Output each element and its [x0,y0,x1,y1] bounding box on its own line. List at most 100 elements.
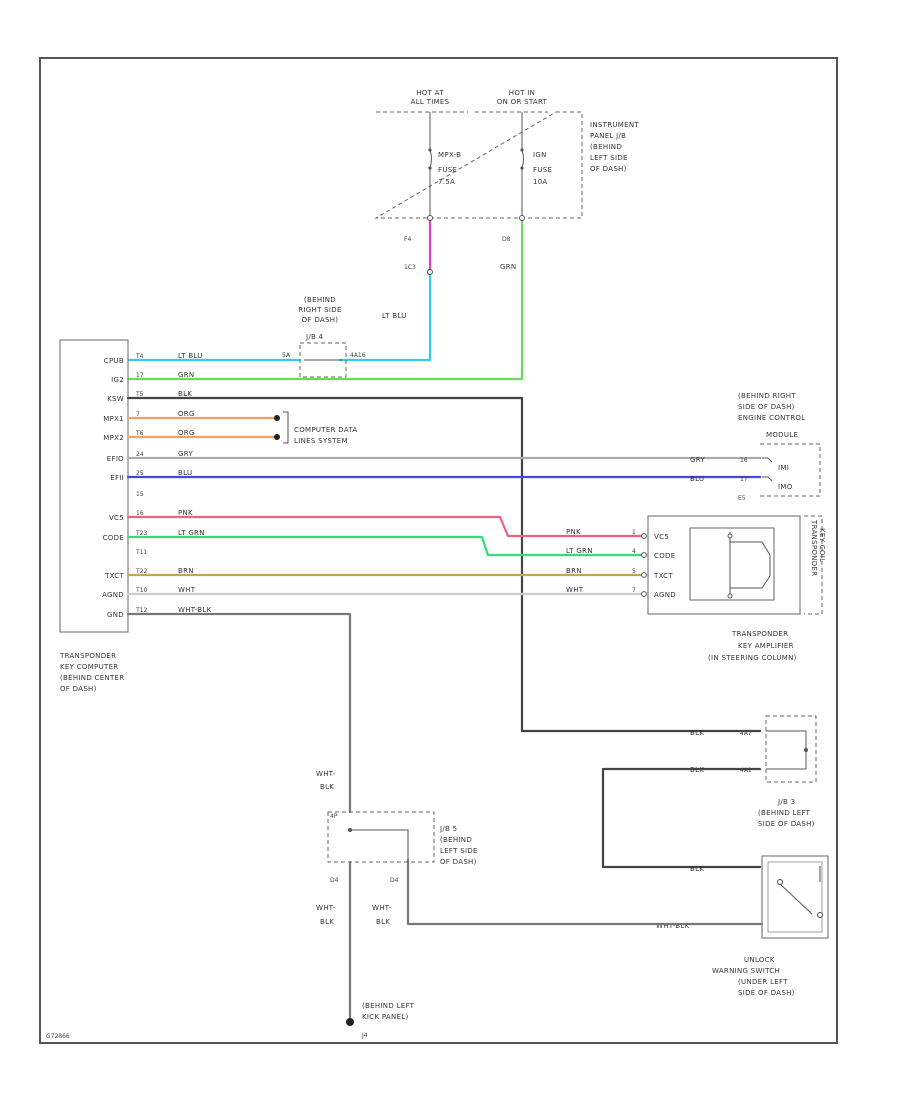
jb5-wire-right-2: BLK [376,918,390,926]
computer-pin-number: T11 [135,549,147,556]
computer-wire-color: ORG [178,410,195,418]
amplifier-name-2: KEY AMPLIFIER [738,642,794,650]
unlock-warning-switch: BLK WHT-BLK UNLOCK WARNING SWITCH (UNDER… [656,855,829,997]
ground-name-1: (BEHIND LEFT [362,1002,415,1010]
jb5-pin-top: 4P [330,813,338,820]
computer-pin-label: TXCT [104,572,124,580]
computer-name-4: OF DASH) [60,685,97,693]
wire-switch-to-jb5 [406,858,764,926]
ecm-connector: E5 [738,495,746,502]
jb4-loc-2: RIGHT SIDE [298,306,341,314]
jb5: WHT- BLK 4P D4 D4 J/B 5 (BEHIND LEFT SID… [316,770,478,926]
amplifier-terminal [641,533,647,539]
computer-name-3: (BEHIND CENTER [60,674,124,682]
computer-pin-number: 25 [136,470,144,477]
jb5-wire-right-1: WHT- [372,904,392,912]
computer-pin-label: CODE [103,534,124,542]
computer-wire-color: BRN [178,567,194,575]
fuse1-name: MPX-B [438,151,461,159]
switch-wire-top: BLK [690,865,704,873]
jb3-name-1: J/B 3 [777,798,795,806]
jb4-label: J/B 4 [305,333,324,341]
data-link-2: LINES SYSTEM [294,437,348,445]
computer-pin-number: T5 [135,391,144,398]
computer-pin-label: MPX2 [103,434,124,442]
computer-pin-number: 15 [136,491,144,498]
switch-name-1: UNLOCK [744,956,775,964]
engine-control-module: (BEHIND RIGHT SIDE OF DASH) ENGINE CONTR… [690,392,821,502]
computer-pin-label: VC5 [109,514,124,522]
ground-name-2: KICK PANEL) [362,1013,409,1021]
jb4-pin-out: 4A16 [350,352,366,359]
jb5-name-4: OF DASH) [440,858,477,866]
fuse1-word: FUSE [438,166,457,174]
computer-pin-label: AGND [102,591,124,599]
computer-pin-number: T6 [135,430,144,437]
jb5-name-1: J/B 5 [439,825,457,833]
ecm-pin-b: 17 [740,476,748,483]
computer-name-1: TRANSPONDER [59,652,116,660]
fuse1-rating: 7.5A [438,178,455,186]
instrument-panel-jb: HOT AT ALL TIMES HOT IN ON OR START MPX-… [374,89,639,320]
jb4-loc-3: OF DASH) [302,316,339,324]
ecm-label-a: IMI [778,464,789,472]
computer-wire-color: BLU [178,469,192,477]
amplifier-pin-label: AGND [654,591,676,599]
amplifier-terminal [641,572,647,578]
amplifier-wire-color: LT GRN [566,547,593,555]
computer-pin-number: T23 [135,530,147,537]
computer-wire-color: LT GRN [178,529,205,537]
hot-in-on-start-1: HOT IN [509,89,535,97]
ecm-label-b: IMO [778,483,793,491]
fuse2-word: FUSE [533,166,552,174]
computer-wire-color: LT BLU [178,352,203,360]
ipjb-loc-5: OF DASH) [590,165,627,173]
ecm-wire-a: GRY [690,456,705,464]
ipjb-pin-lower: 1C3 [404,264,416,271]
ecm-wire-b: BLU [690,475,704,483]
computer-pin-label: EFII [110,474,124,482]
key-coil-1: TRANSPONDER [810,519,818,576]
jb5-name-2: (BEHIND [440,836,472,844]
wire-ksw-blk [126,396,762,733]
computer-pin-number: T10 [135,587,147,594]
amplifier-wire-color: PNK [566,528,581,536]
wire-code-ltgrn [126,535,644,557]
jb5-pin-left: D4 [330,877,339,884]
fuse2-rating: 10A [533,178,548,186]
computer-pin-label: MPX1 [103,415,124,423]
computer-pin-number: 17 [136,372,144,379]
jb5-name-3: LEFT SIDE [440,847,478,855]
computer-pin-number: 16 [136,510,144,517]
amplifier-pin-label: CODE [654,552,675,560]
key-coil-2: KEY COIL [818,528,826,562]
amplifier-pin-number: 5 [632,568,636,575]
computer-wire-color: GRN [178,371,194,379]
wire-gnd-whtblk [126,612,352,814]
jb4-loc-1: (BEHIND [304,296,336,304]
reference-code: G72866 [46,1033,70,1040]
jb3-name-2: (BEHIND LEFT [758,809,811,817]
ipjb-pin-right: D8 [502,236,511,243]
amplifier-pin-number: 4 [632,548,636,555]
computer-pin-label: CPUB [104,357,124,365]
switch-name-4: SIDE OF DASH) [738,989,795,997]
ipjb-wire-right: GRN [500,263,516,271]
jb4: (BEHIND RIGHT SIDE OF DASH) J/B 4 5A 4A1… [282,296,366,378]
ground-point: (BEHIND LEFT KICK PANEL) J4 [346,1002,415,1039]
ground-id: J4 [361,1032,368,1039]
ecm-pin-a: 16 [740,457,748,464]
wire-mpxb-ltblu [338,270,432,362]
computer-pin-label: EFIO [107,455,124,463]
ecm-name-2: SIDE OF DASH) [738,403,795,411]
amplifier-pin-number: 1 [632,529,636,536]
jb5-pin-right: D4 [390,877,399,884]
computer-pin-number: T12 [135,607,147,614]
jb3-name-3: SIDE OF DASH) [758,820,815,828]
jb3-wire-in: BLK [690,729,704,737]
diagram-frame [39,57,838,1044]
computer-pin-number: T4 [135,353,144,360]
jb3-pin-in: 4A7 [740,730,752,737]
jb4-pin-in: 5A [282,352,291,359]
